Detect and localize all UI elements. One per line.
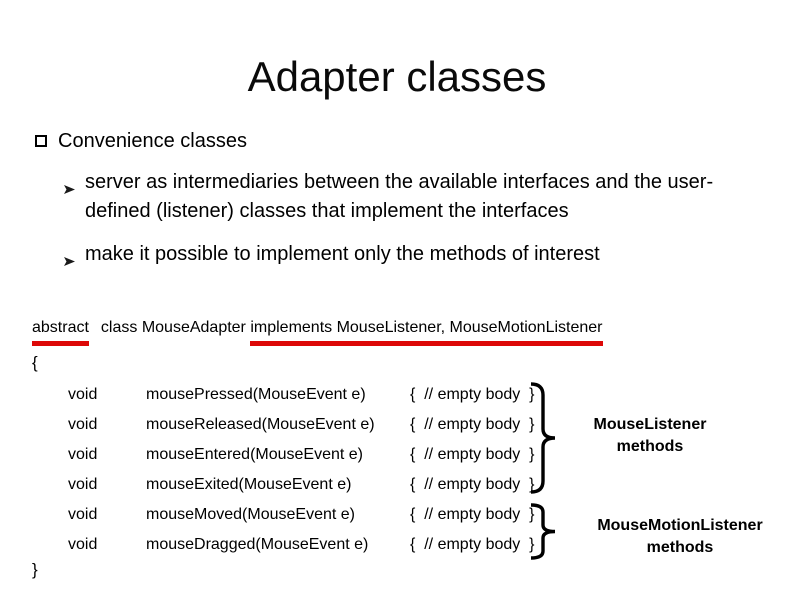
method-ret: void bbox=[68, 506, 98, 523]
method-sig: mouseMoved(MouseEvent e) bbox=[146, 506, 355, 523]
method-row: void mouseExited(MouseEvent e) { // empty … bbox=[68, 475, 535, 495]
arrowhead-bullet-icon bbox=[63, 176, 85, 205]
sub-bullet-intermediaries: server as intermediaries between the ava… bbox=[63, 168, 757, 226]
class-declaration: class MouseAdapter bbox=[100, 319, 251, 336]
method-row: void mouseDragged(MouseEvent e) { // empty… bbox=[68, 535, 535, 555]
method-ret: void bbox=[68, 476, 98, 493]
method-body: { // empty body } bbox=[410, 476, 535, 493]
class-declaration-line: abstract class MouseAdapter implements Mo… bbox=[32, 318, 603, 346]
label-line: methods bbox=[616, 438, 684, 455]
open-brace: { bbox=[32, 353, 38, 372]
sub-bullet-text: make it possible to implement only the m… bbox=[85, 243, 600, 265]
method-body: { // empty body } bbox=[410, 446, 535, 463]
method-body: { // empty body } bbox=[410, 536, 535, 553]
square-bullet-icon bbox=[35, 135, 47, 147]
method-sig: mouseReleased(MouseEvent e) bbox=[146, 416, 375, 433]
keyword-abstract: abstract bbox=[32, 318, 89, 346]
bullet-label: Convenience classes bbox=[58, 130, 247, 152]
slide-title: Adapter classes bbox=[247, 53, 547, 100]
method-ret: void bbox=[68, 446, 98, 463]
bullet-convenience-classes: Convenience classes bbox=[35, 129, 247, 153]
implements-clause: implements MouseListener, MouseMotionLis… bbox=[250, 318, 603, 346]
label-line: MouseListener bbox=[593, 416, 707, 433]
grouping-brace-mousemotionlistener bbox=[530, 503, 556, 560]
arrowhead-bullet-icon bbox=[63, 248, 85, 277]
method-ret: void bbox=[68, 536, 98, 553]
method-ret: void bbox=[68, 386, 98, 403]
method-sig: mousePressed(MouseEvent e) bbox=[146, 386, 366, 403]
method-body: { // empty body } bbox=[410, 416, 535, 433]
method-row: void mouseMoved(MouseEvent e) { // empty b… bbox=[68, 505, 535, 525]
label-line: MouseMotionListener bbox=[597, 517, 763, 534]
sub-bullet-text: server as intermediaries between the ava… bbox=[85, 171, 714, 222]
mouselistener-methods-label: MouseListener methods bbox=[562, 414, 738, 458]
method-sig: mouseExited(MouseEvent e) bbox=[146, 476, 352, 493]
method-sig: mouseDragged(MouseEvent e) bbox=[146, 536, 369, 553]
method-body: { // empty body } bbox=[410, 506, 535, 523]
sub-bullet-methods-of-interest: make it possible to implement only the m… bbox=[63, 240, 600, 277]
method-row: void mouseEntered(MouseEvent e) { // empty… bbox=[68, 445, 535, 465]
label-line: methods bbox=[646, 539, 714, 556]
grouping-brace-mouselistener bbox=[530, 382, 556, 494]
method-row: void mousePressed(MouseEvent e) { // empty… bbox=[68, 385, 535, 405]
mousemotionlistener-methods-label: MouseMotionListener methods bbox=[578, 515, 782, 559]
method-ret: void bbox=[68, 416, 98, 433]
method-row: void mouseReleased(MouseEvent e) { // empt… bbox=[68, 415, 535, 435]
close-brace: } bbox=[32, 560, 38, 579]
method-sig: mouseEntered(MouseEvent e) bbox=[146, 446, 363, 463]
method-body: { // empty body } bbox=[410, 386, 535, 403]
